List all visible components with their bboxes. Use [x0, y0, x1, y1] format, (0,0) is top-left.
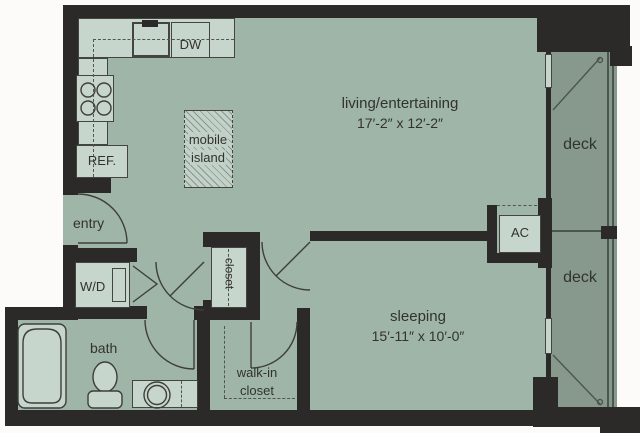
wall-ac-niche-west: [487, 205, 497, 260]
bath-label: bath: [90, 340, 118, 356]
wall-walkin-west: [197, 310, 210, 412]
wall-ref-stub: [75, 178, 111, 193]
wall-step-left: [5, 307, 78, 320]
washer-dryer-label: W/D: [80, 279, 106, 294]
wall-ac-east-block: [538, 198, 552, 268]
walkin-closet-label-line1: walk-in: [236, 365, 278, 380]
mobile-island-box: [184, 110, 233, 188]
wall-left-mid: [63, 245, 78, 320]
island-label-line1: mobile: [182, 132, 234, 147]
entry-label: entry: [73, 215, 105, 231]
window-living-deck: [545, 54, 552, 88]
island-label-text2: island: [190, 150, 226, 165]
upper-cabinet-dash-h: [93, 39, 234, 40]
sleeping-room-dims: 15′-11″ x 10′-0″: [371, 328, 465, 344]
deck-upper-label: deck: [563, 136, 597, 153]
sleeping-room-label: sleeping: [390, 308, 446, 325]
wall-top: [63, 5, 630, 18]
closet-rod-dash: [228, 249, 229, 306]
wall-bath-north: [78, 306, 147, 319]
dishwasher-label: DW: [179, 37, 202, 52]
deck-lower-label: deck: [563, 269, 597, 286]
wall-bottom: [5, 410, 545, 426]
wall-east-living: [546, 50, 551, 198]
stove-box: [76, 75, 114, 122]
living-room-dims: 17′-2″ x 12′-2″: [357, 115, 443, 131]
vanity-divider-dash: [181, 381, 182, 407]
vanity-box: [132, 380, 198, 408]
walkin-shelf-dash-h: [224, 398, 295, 399]
island-label-line2: island: [182, 150, 234, 165]
hall-closet-interior: [211, 247, 247, 308]
wall-walkin-north-left: [210, 308, 251, 320]
wall-bottom-right-corner: [600, 407, 640, 433]
window-sleeping-deck: [545, 318, 552, 354]
wall-bottom-right-block: [533, 377, 558, 427]
living-room-label: living/entertaining: [341, 95, 459, 112]
wall-sleeping-west: [297, 308, 310, 412]
kitchen-faucet: [142, 20, 158, 27]
deck-post: [601, 226, 617, 239]
ac-box: [499, 215, 541, 253]
island-label-text1: mobile: [187, 132, 229, 147]
bath-floor-extension: [8, 310, 78, 414]
refrigerator-label: REF.: [87, 153, 117, 168]
ac-label: AC: [510, 225, 530, 240]
wall-closet-east: [247, 232, 260, 320]
walkin-closet-label-line2: closet: [240, 383, 274, 398]
refrigerator-box: [76, 145, 128, 178]
deck-divider-line: [551, 230, 603, 232]
wall-ac-niche-south: [487, 253, 540, 263]
hall-closet-label: closet: [222, 257, 237, 290]
wall-living-sleeping-divider: [310, 231, 492, 241]
washer-dryer-inner: [112, 268, 126, 302]
wall-top-right-step: [610, 46, 632, 66]
wall-entry-south: [63, 248, 137, 262]
wall-top-right-block: [537, 5, 630, 52]
dishwasher-box: [171, 22, 210, 58]
wall-left-lower: [5, 307, 18, 419]
walkin-shelf-dash-v: [224, 326, 225, 398]
ac-opening-dash: [497, 205, 537, 206]
wall-left-upper: [63, 18, 78, 195]
wall-closet-north: [203, 232, 260, 247]
